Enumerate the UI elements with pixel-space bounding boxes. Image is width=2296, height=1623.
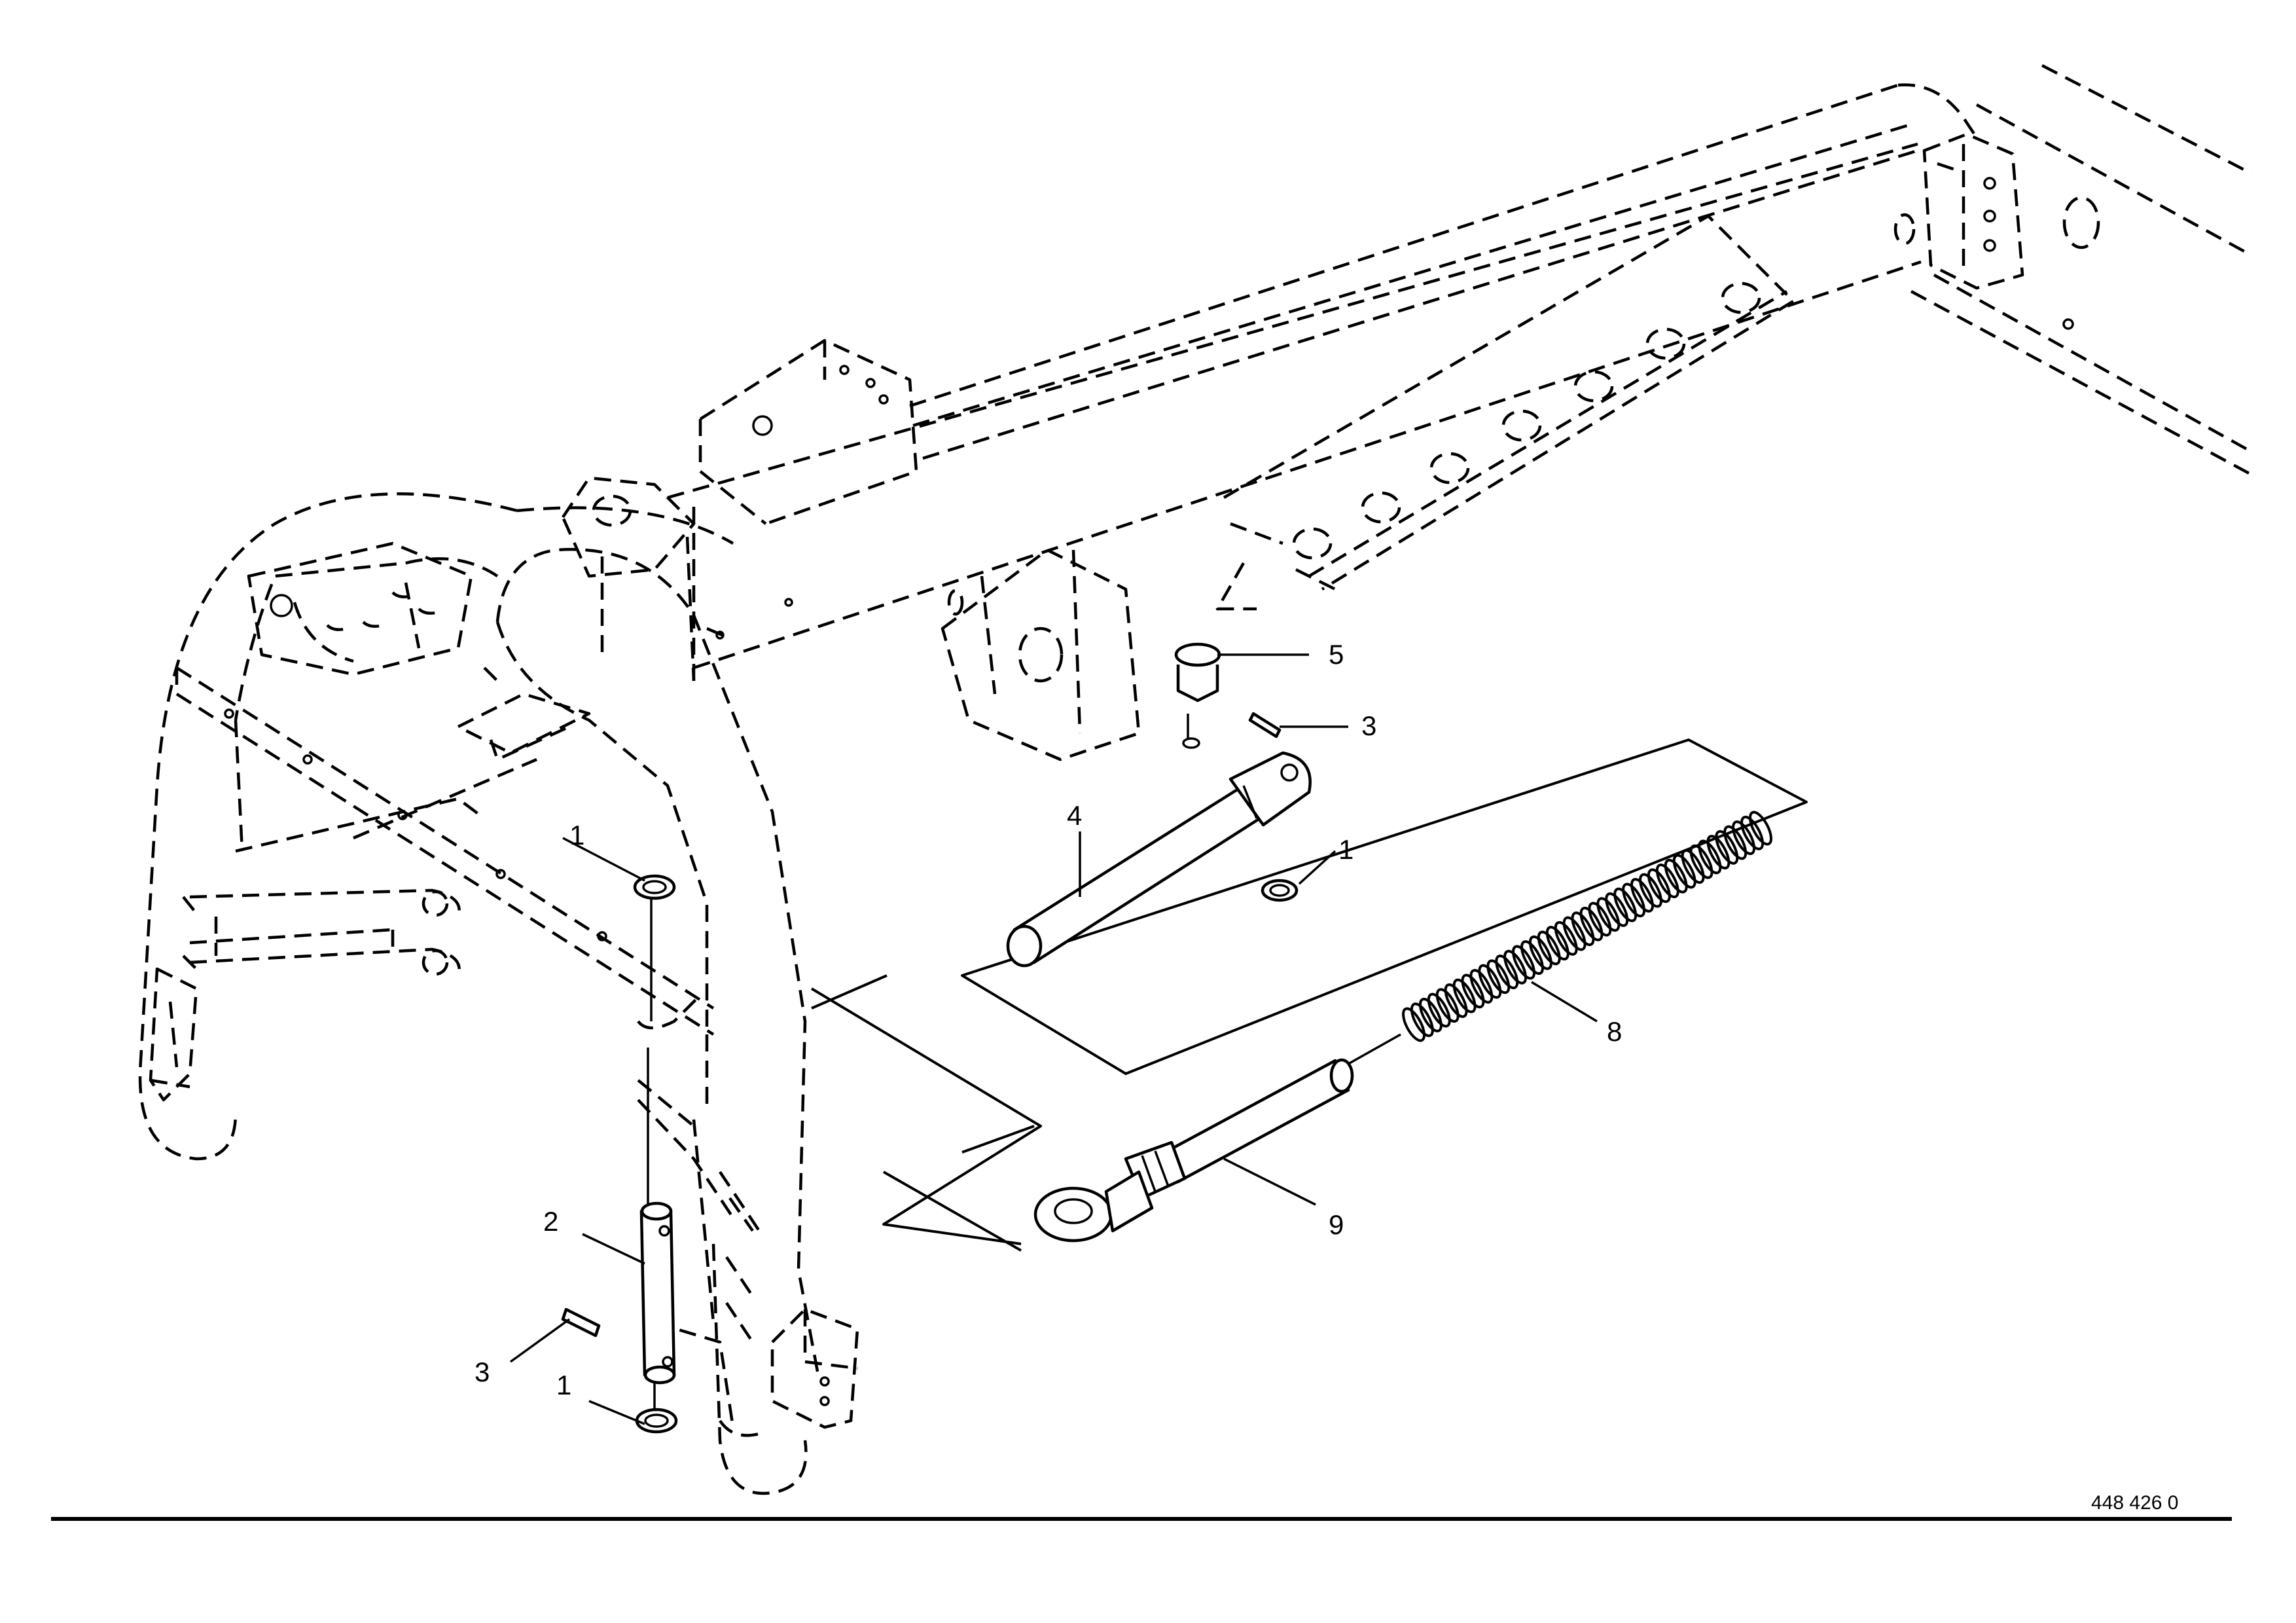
spring-coil <box>1630 878 1654 913</box>
spring-coil <box>1715 830 1739 865</box>
spring-coil <box>1613 887 1638 922</box>
spring-coil <box>1478 964 1502 999</box>
spring-coil <box>1579 906 1604 941</box>
callout-3-lower: 3 <box>475 1357 490 1387</box>
spring-coil <box>1672 854 1696 889</box>
spring-coil <box>1528 935 1552 970</box>
spring-coil <box>1740 815 1765 850</box>
callout-labels: 5 3 4 1 1 8 2 9 3 1 <box>475 639 1622 1400</box>
spring-coil <box>1469 969 1494 1004</box>
spring-coil <box>1402 1007 1426 1042</box>
callout-5: 5 <box>1329 639 1344 670</box>
spring-coil <box>1512 945 1535 980</box>
cylinder-clevis <box>1006 751 1312 968</box>
callout-4: 4 <box>1067 800 1082 831</box>
spring-coil <box>1418 998 1443 1032</box>
spring-coil <box>1427 993 1451 1028</box>
spring-coil <box>1664 858 1688 894</box>
spring-coil <box>1520 940 1544 975</box>
spring-coil <box>1706 835 1731 869</box>
spring-coil <box>1554 921 1578 956</box>
spring-coil <box>1537 930 1561 966</box>
washer-right <box>1261 879 1299 902</box>
installation-zone-outline <box>810 739 1808 1252</box>
spring-coil <box>1732 820 1756 855</box>
washer-upper-left <box>633 874 676 900</box>
spring-coil <box>1486 959 1511 994</box>
spring-coil <box>1639 873 1662 908</box>
rod-with-eye <box>1033 1058 1354 1243</box>
spring-coil <box>1698 839 1722 875</box>
spring-coil <box>1495 955 1519 989</box>
spring-coil <box>1647 868 1671 903</box>
spring-coil <box>1435 988 1460 1023</box>
pivot-pin <box>639 1201 676 1385</box>
spring-coil <box>1588 902 1612 937</box>
spring-coil <box>1749 811 1772 846</box>
callout-2: 2 <box>543 1206 558 1237</box>
spring-coil <box>1562 916 1587 951</box>
leader-lines <box>509 653 1598 1425</box>
callout-9: 9 <box>1329 1209 1344 1240</box>
drawing-number: 448 426 0 <box>2091 1492 2178 1514</box>
washer-lower-left <box>635 1408 678 1434</box>
spring-coil <box>1605 892 1629 927</box>
callout-8: 8 <box>1607 1016 1622 1047</box>
spring-coil <box>1596 897 1621 932</box>
compression-spring <box>1348 811 1772 1065</box>
roll-pin-upper <box>1248 712 1282 739</box>
callout-1-lower-left: 1 <box>556 1370 571 1400</box>
spring-coil <box>1723 825 1748 860</box>
spring-coil <box>1622 883 1646 918</box>
callout-1-upper-left: 1 <box>569 820 584 850</box>
spring-coil <box>1655 864 1679 898</box>
spring-coil <box>1681 849 1705 884</box>
spring-coil <box>1410 1002 1434 1038</box>
spring-coil <box>1689 844 1713 879</box>
callout-1-right: 1 <box>1338 834 1354 865</box>
spring-coil <box>1571 911 1595 947</box>
spring-coil <box>1452 978 1477 1013</box>
callout-3-upper: 3 <box>1361 710 1376 741</box>
spring-coil <box>1503 949 1528 985</box>
roll-pin-lower <box>561 1307 601 1338</box>
bolt-head-pin <box>1174 642 1221 749</box>
frame-outline <box>138 64 2253 1495</box>
spring-coil <box>1461 974 1485 1009</box>
spring-guide-line <box>1348 1033 1401 1065</box>
spring-coil <box>1444 983 1468 1018</box>
spring-coil <box>1545 926 1570 960</box>
